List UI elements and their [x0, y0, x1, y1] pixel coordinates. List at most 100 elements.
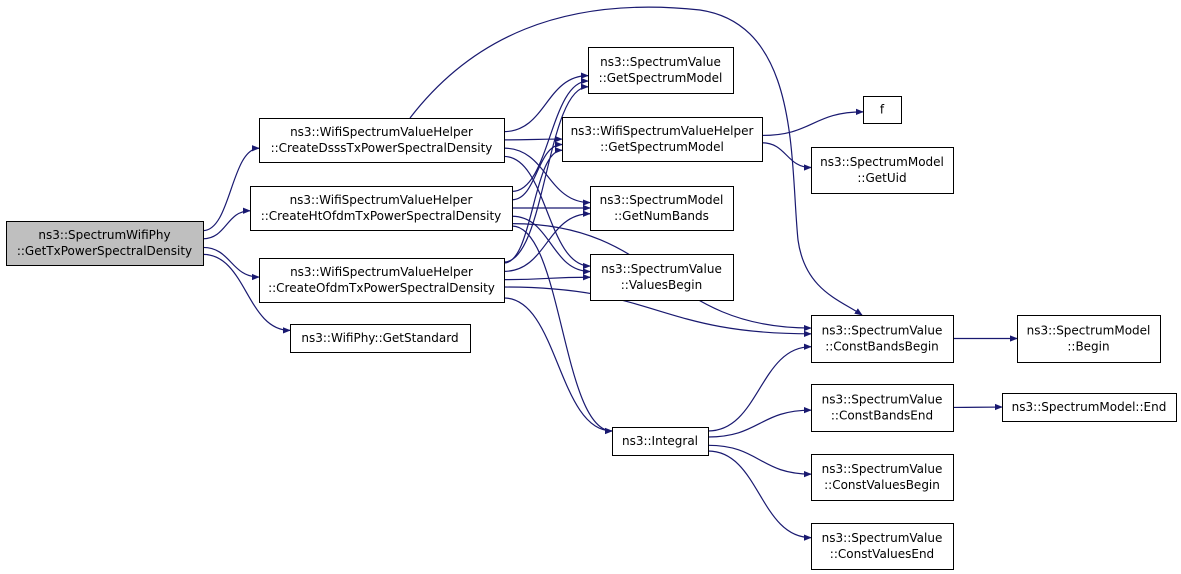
- edge: [409, 6, 863, 316]
- node-getnumbands[interactable]: ns3::SpectrumModel::GetNumBands: [590, 186, 734, 231]
- edge-wsvhgetsm-to-getuid: [761, 142, 812, 171]
- node-label-valuesbegin-1: ::ValuesBegin: [621, 278, 702, 292]
- node-label-f-0: f: [880, 103, 885, 117]
- node-box-gettx: [6, 221, 204, 266]
- node-label-getstandard-0: ns3::WifiPhy::GetStandard: [301, 331, 458, 345]
- node-label-svgetsm-1: ::GetSpectrumModel: [599, 71, 723, 85]
- edge: [503, 72, 589, 133]
- node-label-constbandsend-0: ns3::SpectrumValue: [822, 393, 943, 407]
- node-label-valuesbegin-0: ns3::SpectrumValue: [601, 262, 722, 276]
- node-box-dsss: [259, 118, 505, 163]
- node-box-getuid: [811, 147, 954, 194]
- node-box-constvaluesend: [811, 523, 954, 570]
- node-label-htofdm-0: ns3::WifiSpectrumValueHelper: [290, 193, 473, 207]
- edge: [503, 274, 591, 281]
- node-getstandard[interactable]: ns3::WifiPhy::GetStandard: [290, 324, 471, 353]
- node-integral[interactable]: ns3::Integral: [612, 427, 709, 456]
- node-label-svgetsm-0: ns3::SpectrumValue: [600, 55, 721, 69]
- node-label-getuid-1: ::GetUid: [857, 171, 906, 185]
- edge-dsss-to-svgetsm: [503, 72, 589, 133]
- node-label-getuid-0: ns3::SpectrumModel: [820, 155, 944, 169]
- node-box-f: [863, 96, 902, 124]
- edge: [707, 406, 812, 438]
- edge-wsvhgetsm-to-f: [761, 108, 864, 137]
- edge-gettx-to-ofdm: [202, 246, 260, 281]
- edge-integral-to-constvaluesbegin: [707, 444, 812, 478]
- node-label-constbandsbegin-1: ::ConstBandsBegin: [825, 340, 939, 354]
- edge: [503, 83, 589, 263]
- edge: [503, 297, 613, 435]
- edge: [511, 215, 591, 275]
- node-box-constvaluesbegin: [811, 454, 954, 501]
- node-svgetsm[interactable]: ns3::SpectrumValue::GetSpectrumModel: [588, 47, 734, 94]
- node-constbandsend[interactable]: ns3::SpectrumValue::ConstBandsEnd: [811, 384, 954, 432]
- node-dsss[interactable]: ns3::WifiSpectrumValueHelper::CreateDsss…: [259, 118, 505, 163]
- edge-ofdm-to-constbandsbegin: [503, 286, 812, 338]
- node-label-constvaluesbegin-1: ::ConstValuesBegin: [824, 478, 940, 492]
- edge: [202, 145, 260, 232]
- node-label-getnumbands-0: ns3::SpectrumModel: [600, 193, 724, 207]
- node-smend[interactable]: ns3::SpectrumModel::End: [1002, 393, 1177, 422]
- edge: [511, 141, 563, 201]
- node-constvaluesbegin[interactable]: ns3::SpectrumValue::ConstValuesBegin: [811, 454, 954, 501]
- edge-gettx-to-htofdm: [202, 207, 251, 240]
- node-label-ofdm-1: ::CreateOfdmTxPowerSpectralDensity: [268, 281, 495, 295]
- node-htofdm[interactable]: ns3::WifiSpectrumValueHelper::CreateHtOf…: [250, 186, 513, 231]
- edge-gettx-to-dsss: [202, 145, 260, 232]
- edge: [503, 135, 563, 143]
- node-ofdm[interactable]: ns3::WifiSpectrumValueHelper::CreateOfdm…: [259, 258, 505, 303]
- node-label-smend-0: ns3::SpectrumModel::End: [1012, 400, 1167, 414]
- node-box-constbandsbegin: [811, 315, 954, 363]
- node-label-gettx-1: ::GetTxPowerSpectralDensity: [17, 244, 192, 258]
- node-label-constbandsbegin-0: ns3::SpectrumValue: [822, 324, 943, 338]
- edge: [761, 108, 864, 137]
- edge-htofdm-to-wsvhgetsm: [511, 141, 563, 201]
- edge-gettx-to-getstandard: [202, 253, 291, 334]
- edge-htofdm-to-svgetsm: [511, 77, 589, 193]
- edge: [761, 142, 812, 171]
- node-box-getstandard: [290, 324, 471, 353]
- node-box-smbegin: [1017, 315, 1161, 363]
- node-valuesbegin[interactable]: ns3::SpectrumValue::ValuesBegin: [590, 254, 734, 301]
- edge: [202, 207, 251, 240]
- node-box-getnumbands: [590, 186, 734, 231]
- node-layer: ns3::SpectrumWifiPhy::GetTxPowerSpectral…: [6, 47, 1177, 570]
- node-label-wsvhgetsm-1: ::GetSpectrumModel: [600, 140, 724, 154]
- node-constbandsbegin[interactable]: ns3::SpectrumValue::ConstBandsBegin: [811, 315, 954, 363]
- node-box-integral: [612, 427, 709, 456]
- edge-ofdm-to-valuesbegin: [503, 274, 591, 281]
- node-label-dsss-1: ::CreateDsssTxPowerSpectralDensity: [271, 141, 493, 155]
- node-label-constvaluesend-0: ns3::SpectrumValue: [822, 531, 943, 545]
- edge: [511, 77, 589, 193]
- node-smbegin[interactable]: ns3::SpectrumModel::Begin: [1017, 315, 1161, 363]
- edge-integral-to-constbandsbegin: [707, 343, 812, 432]
- edge-dsss-to-valuesbegin: [503, 155, 591, 270]
- node-box-svgetsm: [588, 47, 734, 94]
- edge: [707, 450, 812, 541]
- edge: [503, 286, 812, 338]
- node-wsvhgetsm[interactable]: ns3::WifiSpectrumValueHelper::GetSpectru…: [562, 117, 763, 162]
- node-constvaluesend[interactable]: ns3::SpectrumValue::ConstValuesEnd: [811, 523, 954, 570]
- node-gettx[interactable]: ns3::SpectrumWifiPhy::GetTxPowerSpectral…: [6, 221, 204, 266]
- edge: [202, 246, 260, 281]
- edge: [503, 155, 591, 270]
- node-label-smbegin-0: ns3::SpectrumModel: [1027, 324, 1151, 338]
- node-box-wsvhgetsm: [562, 117, 763, 162]
- node-label-getnumbands-1: ::GetNumBands: [614, 209, 709, 223]
- node-f[interactable]: f: [863, 96, 902, 124]
- edge-dsss-to-wsvhgetsm: [503, 135, 563, 143]
- node-label-constvaluesend-1: ::ConstValuesEnd: [830, 547, 934, 561]
- node-label-constbandsend-1: ::ConstBandsEnd: [831, 409, 933, 423]
- node-box-smend: [1002, 393, 1177, 422]
- edge-ofdm-to-getnumbands: [503, 210, 591, 272]
- edge: [503, 210, 591, 272]
- node-getuid[interactable]: ns3::SpectrumModel::GetUid: [811, 147, 954, 194]
- edge: [503, 147, 563, 264]
- edge: [707, 343, 812, 432]
- node-label-htofdm-1: ::CreateHtOfdmTxPowerSpectralDensity: [261, 209, 502, 223]
- edge-ofdm-to-integral: [503, 297, 613, 435]
- node-label-smbegin-1: ::Begin: [1067, 340, 1109, 354]
- node-label-dsss-0: ns3::WifiSpectrumValueHelper: [290, 125, 473, 139]
- node-box-ofdm: [259, 258, 505, 303]
